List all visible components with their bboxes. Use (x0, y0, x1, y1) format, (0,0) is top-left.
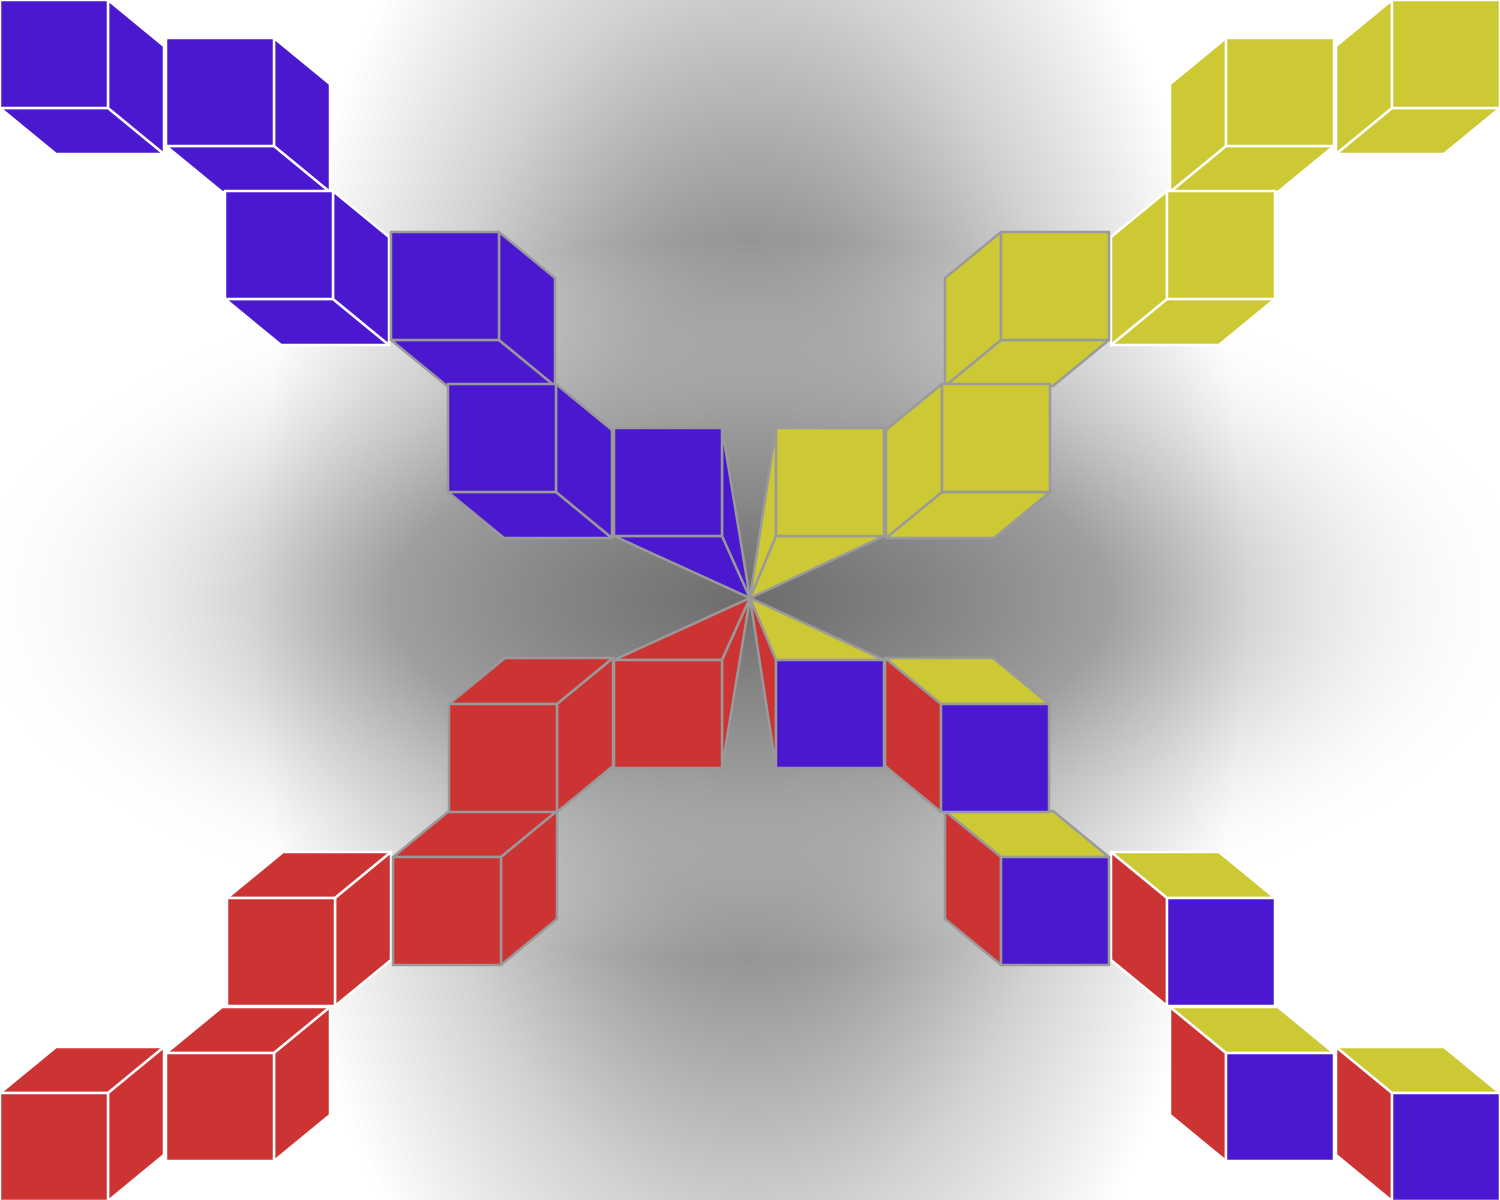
cube-3-front-face (389, 230, 501, 342)
cube-4-front-face (447, 702, 559, 814)
cube-2-front-face (223, 189, 335, 301)
cube-3-front-face (999, 230, 1111, 342)
cube-2-front-face (225, 896, 337, 1008)
arm-top-right (748, 0, 1500, 600)
cube-5-front-face (612, 658, 724, 770)
cube-5-front-face (612, 426, 724, 538)
cube-2-front-face (1165, 896, 1277, 1008)
cube-3-front-face (999, 855, 1111, 967)
cube-4-front-face (446, 382, 558, 494)
cube-5-front-face (774, 426, 886, 538)
cube-5-front-face (774, 658, 886, 770)
cube-4-front-face (940, 382, 1052, 494)
cube-0-front-face (0, 0, 110, 110)
arm-top-left (0, 0, 752, 600)
cube-0-front-face (1390, 0, 1500, 110)
cube-1-front-face (1224, 36, 1336, 148)
arm-bottom-right (748, 596, 1500, 1200)
cube-3-front-face (391, 855, 503, 967)
arm-bottom-left (0, 596, 752, 1200)
cube-0-front-face (1390, 1091, 1500, 1200)
cube-1-front-face (164, 36, 276, 148)
cube-0-front-face (0, 1091, 110, 1200)
cube-4-front-face (939, 702, 1051, 814)
cube-2-front-face (1165, 189, 1277, 301)
cube-1-front-face (164, 1051, 276, 1163)
cube-1-front-face (1224, 1051, 1336, 1163)
